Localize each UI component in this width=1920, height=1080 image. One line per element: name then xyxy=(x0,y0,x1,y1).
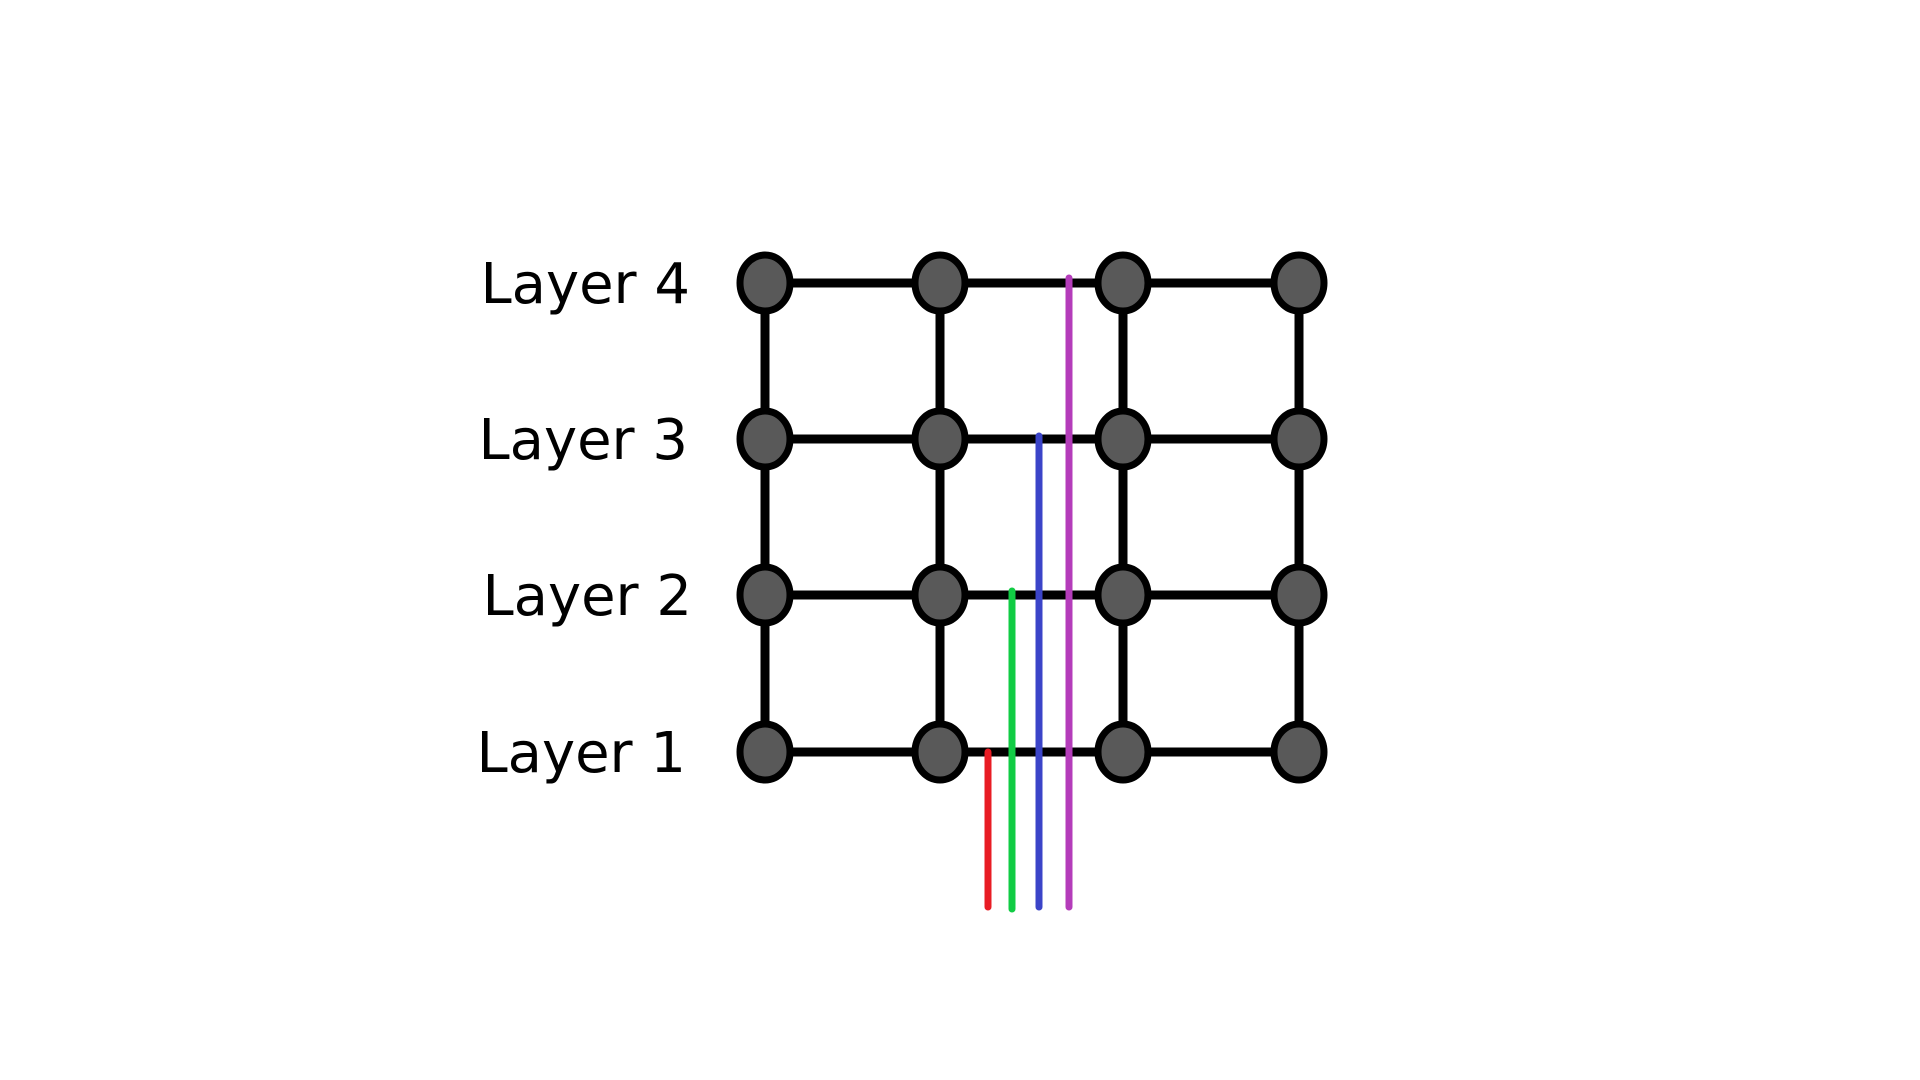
grid-node xyxy=(1094,720,1152,784)
grid-node xyxy=(736,563,794,627)
grid-node xyxy=(1270,720,1328,784)
grid-node xyxy=(1270,251,1328,315)
grid-node xyxy=(911,251,969,315)
grid-node xyxy=(1094,251,1152,315)
grid-node xyxy=(736,720,794,784)
grid-node xyxy=(736,407,794,471)
layer-label-4: Layer 4 xyxy=(480,252,690,317)
grid-node xyxy=(911,720,969,784)
grid-node xyxy=(1270,563,1328,627)
grid-node xyxy=(1094,563,1152,627)
grid-node xyxy=(1094,407,1152,471)
grid-node xyxy=(911,407,969,471)
layer-label-3: Layer 3 xyxy=(478,408,688,473)
via-lines xyxy=(984,274,1073,913)
layer-labels: Layer 4 Layer 3 Layer 2 Layer 1 xyxy=(476,252,692,786)
layer-label-1: Layer 1 xyxy=(476,721,686,786)
grid-lines xyxy=(760,278,1304,757)
grid-node xyxy=(1270,407,1328,471)
grid-node xyxy=(736,251,794,315)
grid-nodes xyxy=(736,251,1328,784)
layer-label-2: Layer 2 xyxy=(482,564,692,629)
grid-node xyxy=(911,563,969,627)
